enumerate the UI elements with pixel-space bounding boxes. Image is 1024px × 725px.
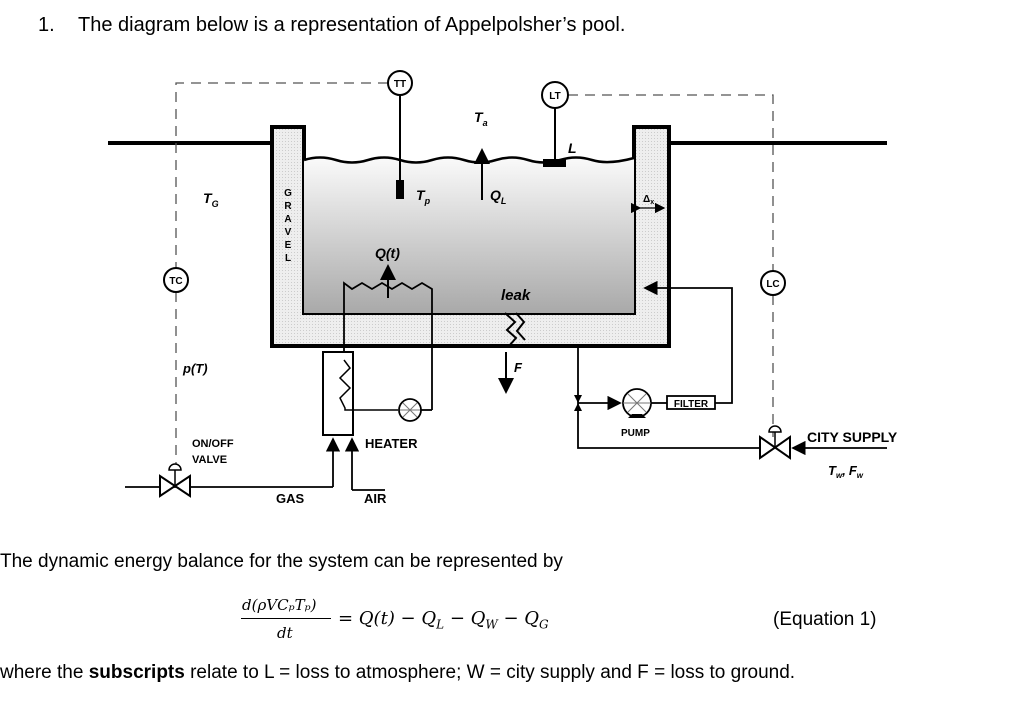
equation-denominator: dt [277, 624, 293, 642]
qw-subscript: W [485, 617, 498, 632]
equation-label: (Equation 1) [773, 609, 877, 630]
level-sensor-icon [543, 159, 566, 167]
pump-impeller [400, 402, 420, 418]
leak-crack [504, 312, 518, 347]
tg-label: TG [203, 190, 219, 209]
qt-label: Q(t) [375, 245, 400, 261]
temperature-sensor-icon [396, 180, 404, 199]
pool-water [304, 157, 634, 313]
intro-text: The dynamic energy balance for the syste… [0, 551, 563, 572]
question-text: The diagram below is a representation of… [78, 14, 626, 36]
footer-text: where the subscripts relate to L = loss … [0, 662, 795, 684]
gravel-label: G R A V E L [284, 188, 292, 264]
pump-impeller [623, 393, 651, 413]
level-control-signal [568, 94, 774, 437]
footer-rest: relate to L = loss to atmosphere; W = ci… [184, 662, 796, 683]
pump-base [628, 414, 646, 418]
gravel-letter: E [285, 240, 292, 251]
city-supply-valve-icon[interactable] [759, 425, 791, 460]
ql-subscript: L [436, 617, 445, 632]
ta-label: Ta [474, 109, 488, 128]
footer-pre: where the [0, 662, 89, 683]
tt-label: TT [394, 79, 406, 90]
gas-label: GAS [276, 491, 305, 506]
onoff-label: ON/OFF [192, 438, 234, 450]
water-surface [303, 156, 635, 164]
dx-label: Δx [643, 194, 654, 206]
city-supply-label: CITY SUPPLY [807, 429, 898, 445]
tp-label: Tp [416, 187, 431, 206]
rhs-part: = Q(t) − Q [338, 608, 437, 629]
rhs-part: − Q [497, 608, 540, 629]
temperature-control-signal [175, 82, 388, 470]
ql-label: QL [490, 187, 506, 206]
gravel-letter: R [284, 201, 292, 212]
on-off-valve-icon[interactable] [159, 463, 191, 498]
return-pipe [643, 280, 733, 404]
qg-subscript: G [539, 617, 549, 632]
pump-label: PUMP [621, 428, 650, 439]
leak-crack-edge [515, 312, 526, 341]
rhs-part: − Q [444, 608, 486, 629]
tc-label: TC [169, 276, 182, 287]
gravel-letter: A [284, 214, 291, 225]
question-number: 1. [38, 14, 55, 36]
tw-fw-label: Tw,Fw [828, 463, 864, 480]
heater-label: HEATER [365, 436, 418, 451]
lc-label: LC [766, 279, 779, 290]
gravel-letter: G [284, 188, 292, 199]
equation-rhs: = Q(t) − QL − QW − QG [338, 608, 549, 632]
fraction-bar [241, 618, 331, 619]
footer-bold: subscripts [88, 662, 185, 683]
heater-zigzag [338, 359, 398, 411]
leak-label: leak [501, 287, 531, 304]
lt-label: LT [549, 91, 560, 102]
equation-numerator: d(ρVCₚTₚ) [242, 596, 317, 614]
filter-label: FILTER [674, 399, 709, 410]
junction-arrow-icon [574, 395, 582, 411]
lc-icon [760, 270, 786, 296]
recirculation-pipe [577, 346, 760, 449]
tc-icon [163, 267, 189, 293]
gravel-letter: V [285, 227, 292, 238]
level-label: L [568, 140, 577, 156]
pt-label: p(T) [182, 361, 208, 376]
gravel-letter: L [285, 253, 291, 264]
air-label: AIR [364, 491, 387, 506]
heater-box [322, 351, 354, 436]
f-label: F [514, 360, 523, 375]
valve-label: VALVE [192, 454, 227, 466]
